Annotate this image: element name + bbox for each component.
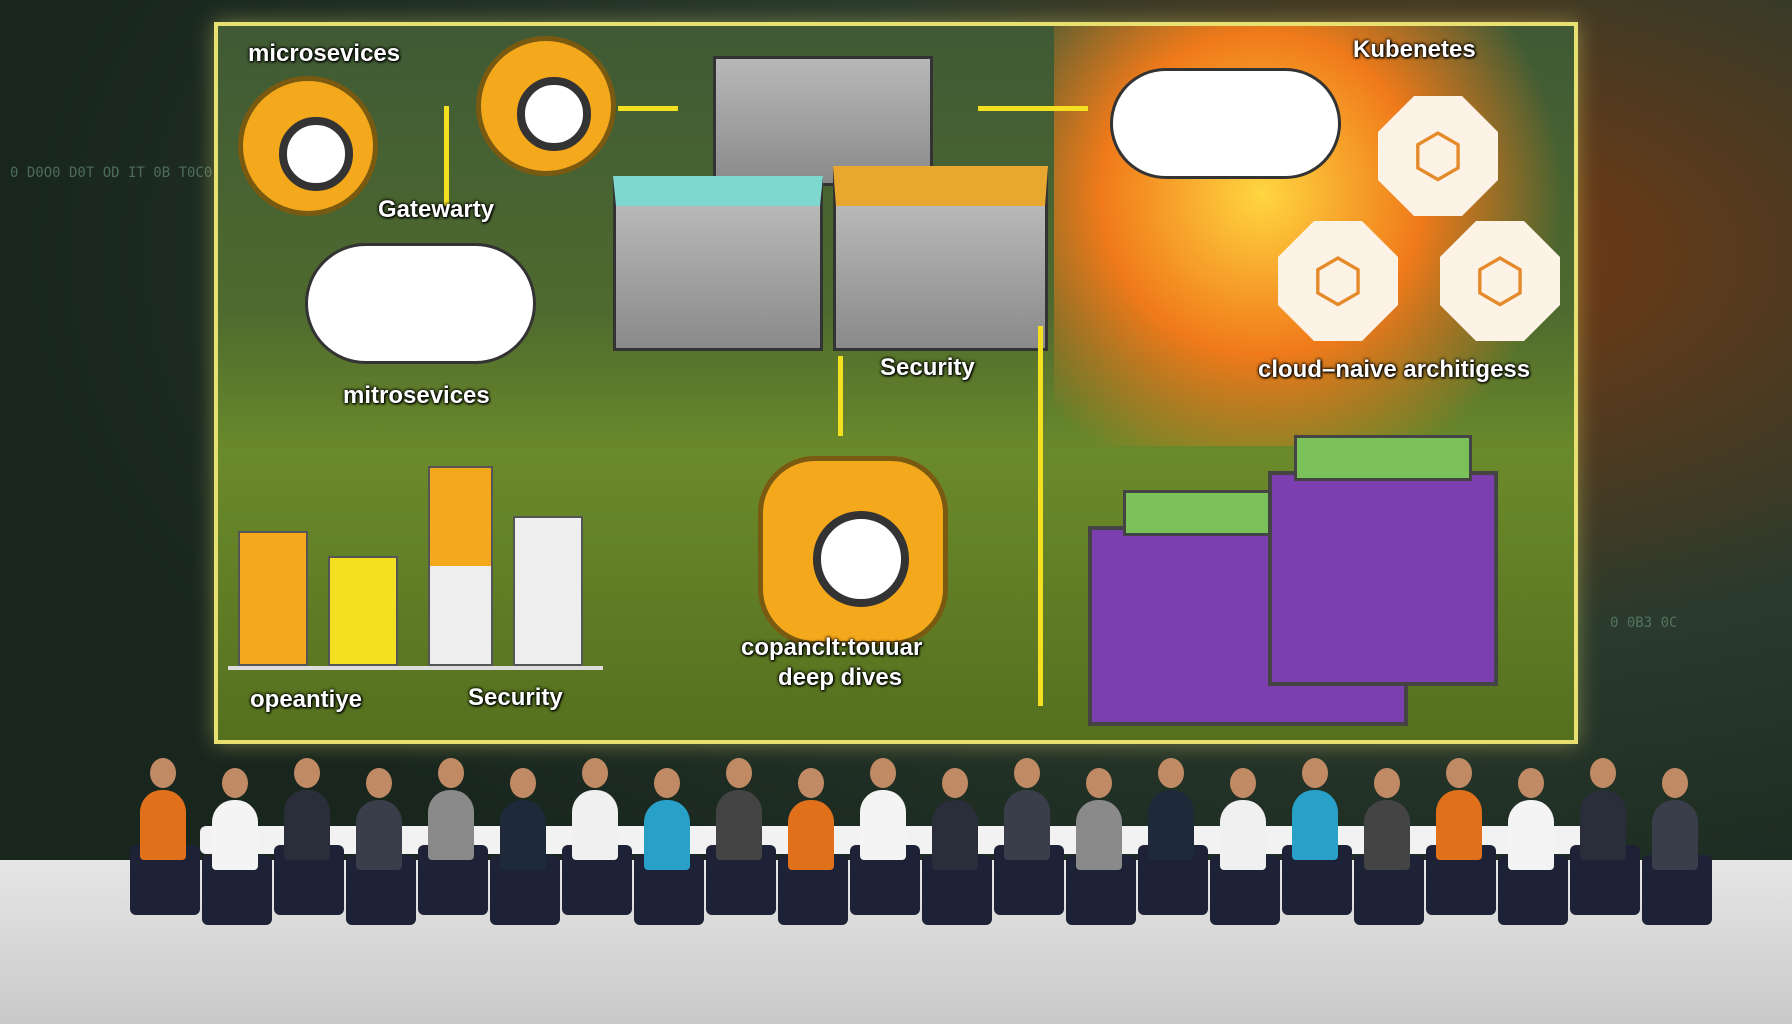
person	[1220, 800, 1266, 870]
server-rack	[1268, 435, 1498, 686]
person-head	[1518, 768, 1544, 798]
arrow-icon	[444, 106, 449, 206]
person	[932, 800, 978, 870]
person	[1364, 800, 1410, 870]
person	[1652, 800, 1698, 870]
person	[356, 800, 402, 870]
person	[1436, 790, 1482, 860]
person-head	[654, 768, 680, 798]
person-head	[798, 768, 824, 798]
label-security-bottom: Security	[468, 684, 563, 711]
person	[860, 790, 906, 860]
label-gateway: Gatewarty	[378, 196, 495, 223]
bar	[328, 556, 398, 666]
person-head	[1086, 768, 1112, 798]
person	[1148, 790, 1194, 860]
person-head	[1014, 758, 1040, 788]
arrow-icon	[618, 106, 678, 111]
label-cloud-native: cloud–naive architigess	[1258, 356, 1531, 383]
person-head	[294, 758, 320, 788]
person-head	[870, 758, 896, 788]
network-node-icon: ⬡	[1378, 96, 1498, 216]
bar-chart	[228, 466, 603, 670]
label-operative: opeantiye	[250, 686, 363, 713]
person-head	[222, 768, 248, 798]
server-box	[713, 56, 933, 186]
person-head	[1158, 758, 1184, 788]
gear-icon	[476, 36, 616, 176]
person-head	[942, 768, 968, 798]
server-box	[613, 176, 823, 351]
person-head	[150, 758, 176, 788]
arrow-icon	[978, 106, 1088, 111]
person-head	[1230, 768, 1256, 798]
person-head	[726, 758, 752, 788]
person	[788, 800, 834, 870]
arrow-icon	[1038, 326, 1043, 706]
label-microservices-mid: mitrosevices	[343, 382, 490, 409]
person	[140, 790, 186, 860]
label-kubernetes: Kubenetes	[1353, 36, 1476, 63]
background-code: 0 0B3 0C	[1610, 615, 1678, 631]
person-head	[438, 758, 464, 788]
person-head	[1446, 758, 1472, 788]
person-head	[366, 768, 392, 798]
person	[716, 790, 762, 860]
person	[428, 790, 474, 860]
person	[212, 800, 258, 870]
network-node-icon: ⬡	[1278, 221, 1398, 341]
person	[1580, 790, 1626, 860]
person	[1508, 800, 1554, 870]
person-head	[1662, 768, 1688, 798]
cloud-icon	[1113, 71, 1338, 176]
gear-icon	[758, 456, 948, 646]
bar	[238, 531, 308, 666]
person	[572, 790, 618, 860]
presentation-board: microsevices Gatewarty mitrosevices Secu…	[214, 22, 1578, 744]
person-head	[582, 758, 608, 788]
person	[1292, 790, 1338, 860]
label-deep-dive-2: deep dives	[778, 664, 903, 691]
label-deep-dive-1: copanclt:touuar	[741, 634, 923, 661]
person-head	[1302, 758, 1328, 788]
person	[284, 790, 330, 860]
person-head	[510, 768, 536, 798]
label-security: Security	[880, 354, 975, 381]
network-node-icon: ⬡	[1440, 221, 1560, 341]
person	[1004, 790, 1050, 860]
arrow-icon	[838, 356, 843, 436]
gear-icon	[238, 76, 378, 216]
bar	[428, 466, 493, 666]
person-head	[1590, 758, 1616, 788]
bar	[513, 516, 583, 666]
person	[1076, 800, 1122, 870]
person	[644, 800, 690, 870]
label-microservices: microsevices	[248, 40, 401, 67]
background-code: 0 D0O0 D0T OD IT 0B T0C0	[10, 165, 213, 181]
person-head	[1374, 768, 1400, 798]
server-box	[833, 166, 1048, 351]
person	[500, 800, 546, 870]
cloud-icon	[308, 246, 533, 361]
